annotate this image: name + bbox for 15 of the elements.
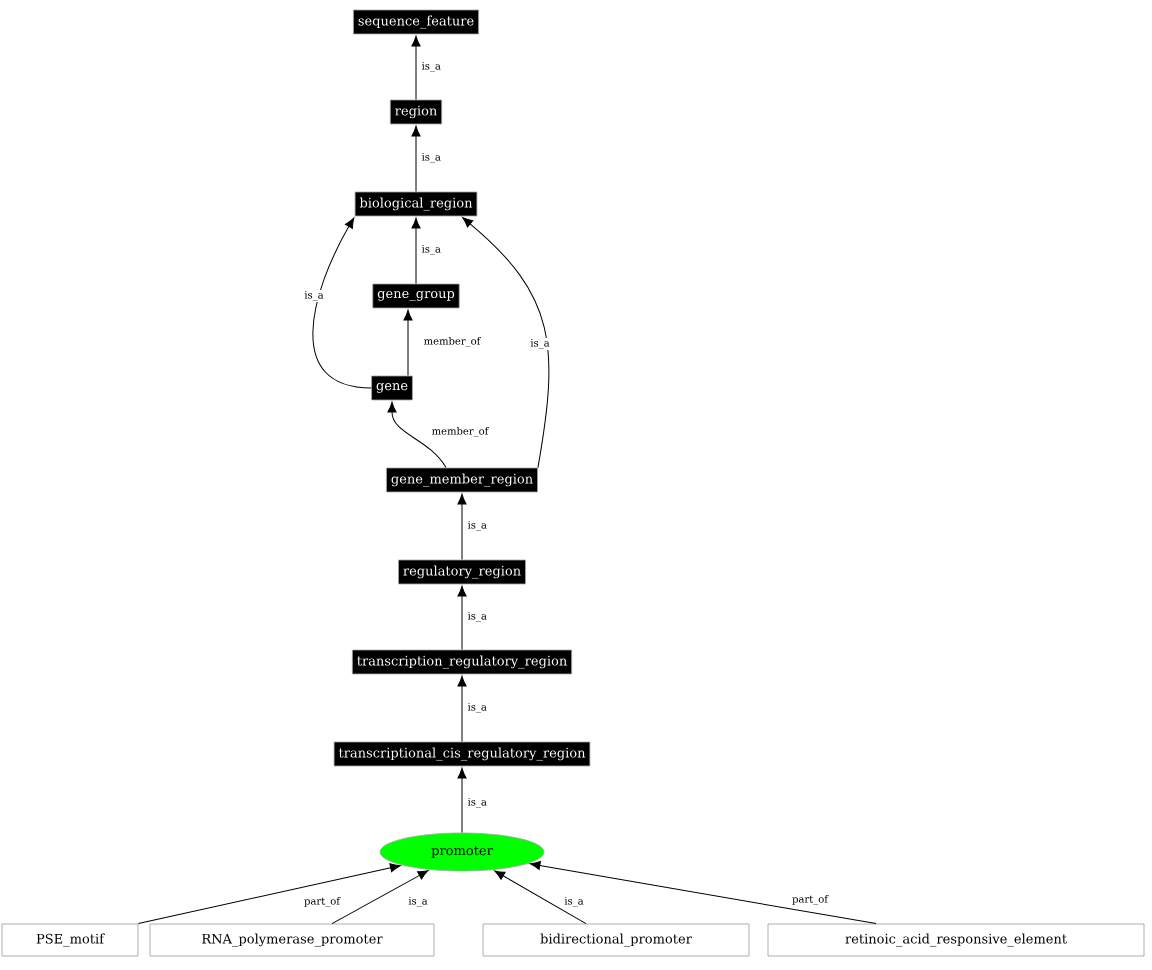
arrow [411, 125, 421, 193]
arrow [457, 675, 467, 743]
arrow [462, 217, 550, 469]
arrow [457, 767, 467, 834]
arrow [411, 35, 421, 101]
arrow [529, 860, 877, 925]
arrow [457, 493, 467, 561]
arrow [331, 870, 429, 925]
arrow [312, 217, 372, 389]
arrow [387, 401, 447, 469]
arrow [403, 309, 413, 377]
arrow [457, 585, 467, 651]
arrow [411, 217, 421, 285]
arrow [137, 863, 401, 925]
arrow [494, 870, 587, 925]
